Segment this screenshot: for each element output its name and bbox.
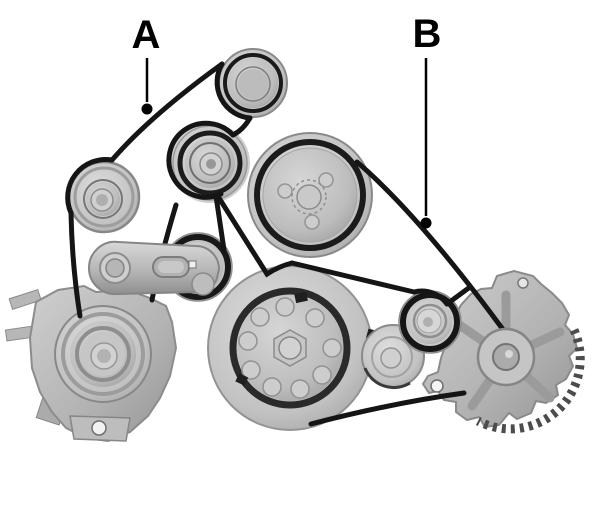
- callout-dot-a: [141, 103, 153, 115]
- callout-b: B: [413, 12, 442, 229]
- alternator-hub: [476, 327, 536, 387]
- belt-span-bottom: [308, 390, 467, 427]
- callout-a: A: [132, 13, 161, 115]
- callout-dot-b: [420, 217, 432, 229]
- left-pulley: [67, 160, 141, 234]
- belt-span-a: [109, 61, 225, 163]
- belt-tensioner-arm: [87, 240, 221, 296]
- belt-span-crank-to-idler: [289, 260, 417, 295]
- crankshaft-pulley: [207, 265, 381, 431]
- idler-pulley-center: [170, 123, 250, 203]
- label-b: B: [413, 12, 442, 56]
- idler-pulley-right: [398, 290, 462, 354]
- water-pump-pulley: [247, 132, 373, 258]
- belt-span-b: [354, 159, 510, 338]
- label-a: A: [132, 13, 161, 57]
- idler-pulley-top: [218, 48, 288, 118]
- drive-belt: [65, 61, 510, 427]
- ac-compressor: [4, 284, 178, 443]
